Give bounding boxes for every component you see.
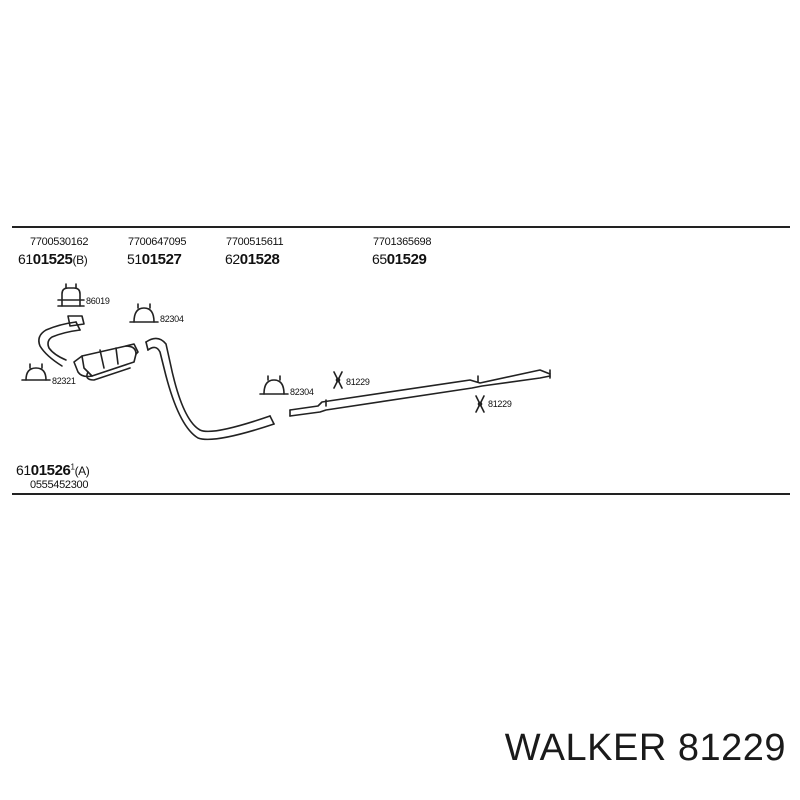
hanger-icon-81229-b [475,395,485,413]
part-number-4: 6501529 [372,251,427,268]
clamp-icon-82321 [21,363,51,381]
clamp-label-82304-lower: 82304 [290,387,314,397]
part-prefix: 65 [372,251,387,267]
part-suffix: (B) [72,253,88,267]
oe-number-3: 7700515611 [226,236,284,248]
part-main: 01528 [239,251,280,268]
front-silencer-drawing [73,343,139,381]
part-superscript: 1 [70,462,75,472]
footer-oe-number: 0555452300 [30,479,89,491]
hanger-label-81229-b: 81229 [488,399,512,409]
hanger-icon-81229-a [333,371,343,389]
part-number-3: 6201528 [225,251,280,268]
clamp-icon-86019 [57,283,85,307]
part-number-2: 5101527 [127,251,182,268]
part-main: 01526 [30,462,71,479]
clamp-icon-82304 [129,303,159,323]
oe-number-1: 7700530162 [30,236,89,248]
top-rule [12,226,790,228]
part-number-1: 6101525(B) [18,251,88,268]
clamp-label-82321: 82321 [52,376,76,386]
part-main: 01527 [141,251,182,268]
part-prefix: 61 [18,251,33,267]
part-prefix: 62 [225,251,240,267]
hanger-label-81229-a: 81229 [346,377,370,387]
clamp-icon-82304-lower [259,375,289,395]
oe-number-4: 7701365698 [373,236,432,248]
part-main: 01525 [32,251,73,268]
part-prefix: 61 [16,462,31,478]
bottom-rule [12,493,790,495]
clamp-label-82304: 82304 [160,314,184,324]
clamp-label-86019: 86019 [86,296,110,306]
footer-part-number: 61015261(A) [16,462,90,479]
part-main: 01529 [386,251,427,268]
part-suffix: (A) [74,464,90,478]
part-prefix: 51 [127,251,142,267]
brand-part-label: WALKER 81229 [504,727,786,769]
front-pipe-drawing [38,315,85,367]
oe-number-2: 7700647095 [128,236,187,248]
intermediate-pipe-drawing [145,337,275,441]
tail-pipe-drawing [289,369,551,417]
